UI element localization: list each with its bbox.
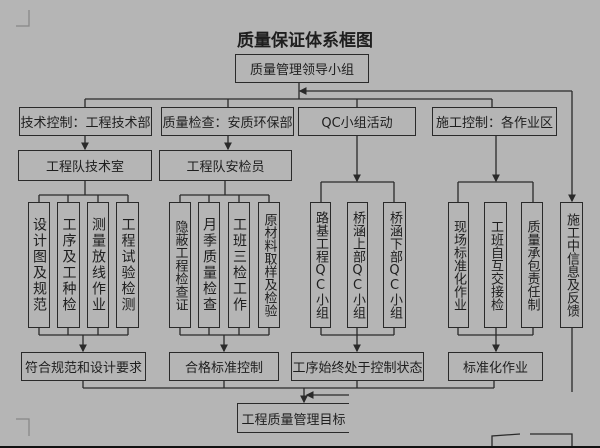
group-d-item: 现场标准化作业	[448, 202, 469, 328]
group-a-item: 工程试验检测	[116, 202, 139, 328]
group-c-item: 桥涵上部QC小组	[347, 202, 368, 328]
group-b-item: 工班三检工作	[228, 202, 250, 328]
group-a-item: 工序及工种检	[57, 202, 80, 328]
group-d-item: 质量承包责任制	[521, 202, 543, 328]
feedback-box: 施工中信息及反馈	[560, 202, 583, 328]
leader-box: 质量管理领导小组	[235, 54, 369, 83]
qc-activity-box: QC小组活动	[298, 107, 416, 136]
safety-inspector-box: 工程队安检员	[159, 150, 292, 181]
result-box: 标准化作业	[448, 352, 543, 381]
group-c-item: 路基工程QC小组	[310, 202, 331, 328]
group-a-item: 测量放线作业	[87, 202, 109, 328]
result-box: 工序始终处于控制状态	[291, 352, 424, 381]
construction-control-box: 施工控制：各作业区	[432, 107, 557, 136]
group-b-item: 隐蔽工程检查证	[169, 202, 191, 328]
group-b-item: 原材料取样及检验	[258, 202, 280, 328]
group-a-item: 设计图及规范	[28, 202, 50, 328]
diagram-title: 质量保证体系框图	[237, 31, 373, 51]
target-box: 工程质量管理目标	[237, 403, 349, 433]
group-b-item: 月季质量检查	[198, 202, 220, 328]
bottom-edge	[0, 446, 600, 448]
group-c-item: 桥涵下部QC小组	[383, 202, 406, 328]
result-box: 符合规范和设计要求	[21, 352, 146, 381]
quality-check-box: 质量检查：安质环保部	[161, 107, 294, 136]
group-d-item: 工班自互交接检	[484, 202, 507, 328]
result-box: 合格标准控制	[169, 352, 279, 381]
tech-control-box: 技术控制：工程技术部	[19, 107, 152, 136]
tech-office-box: 工程队技术室	[18, 150, 152, 181]
